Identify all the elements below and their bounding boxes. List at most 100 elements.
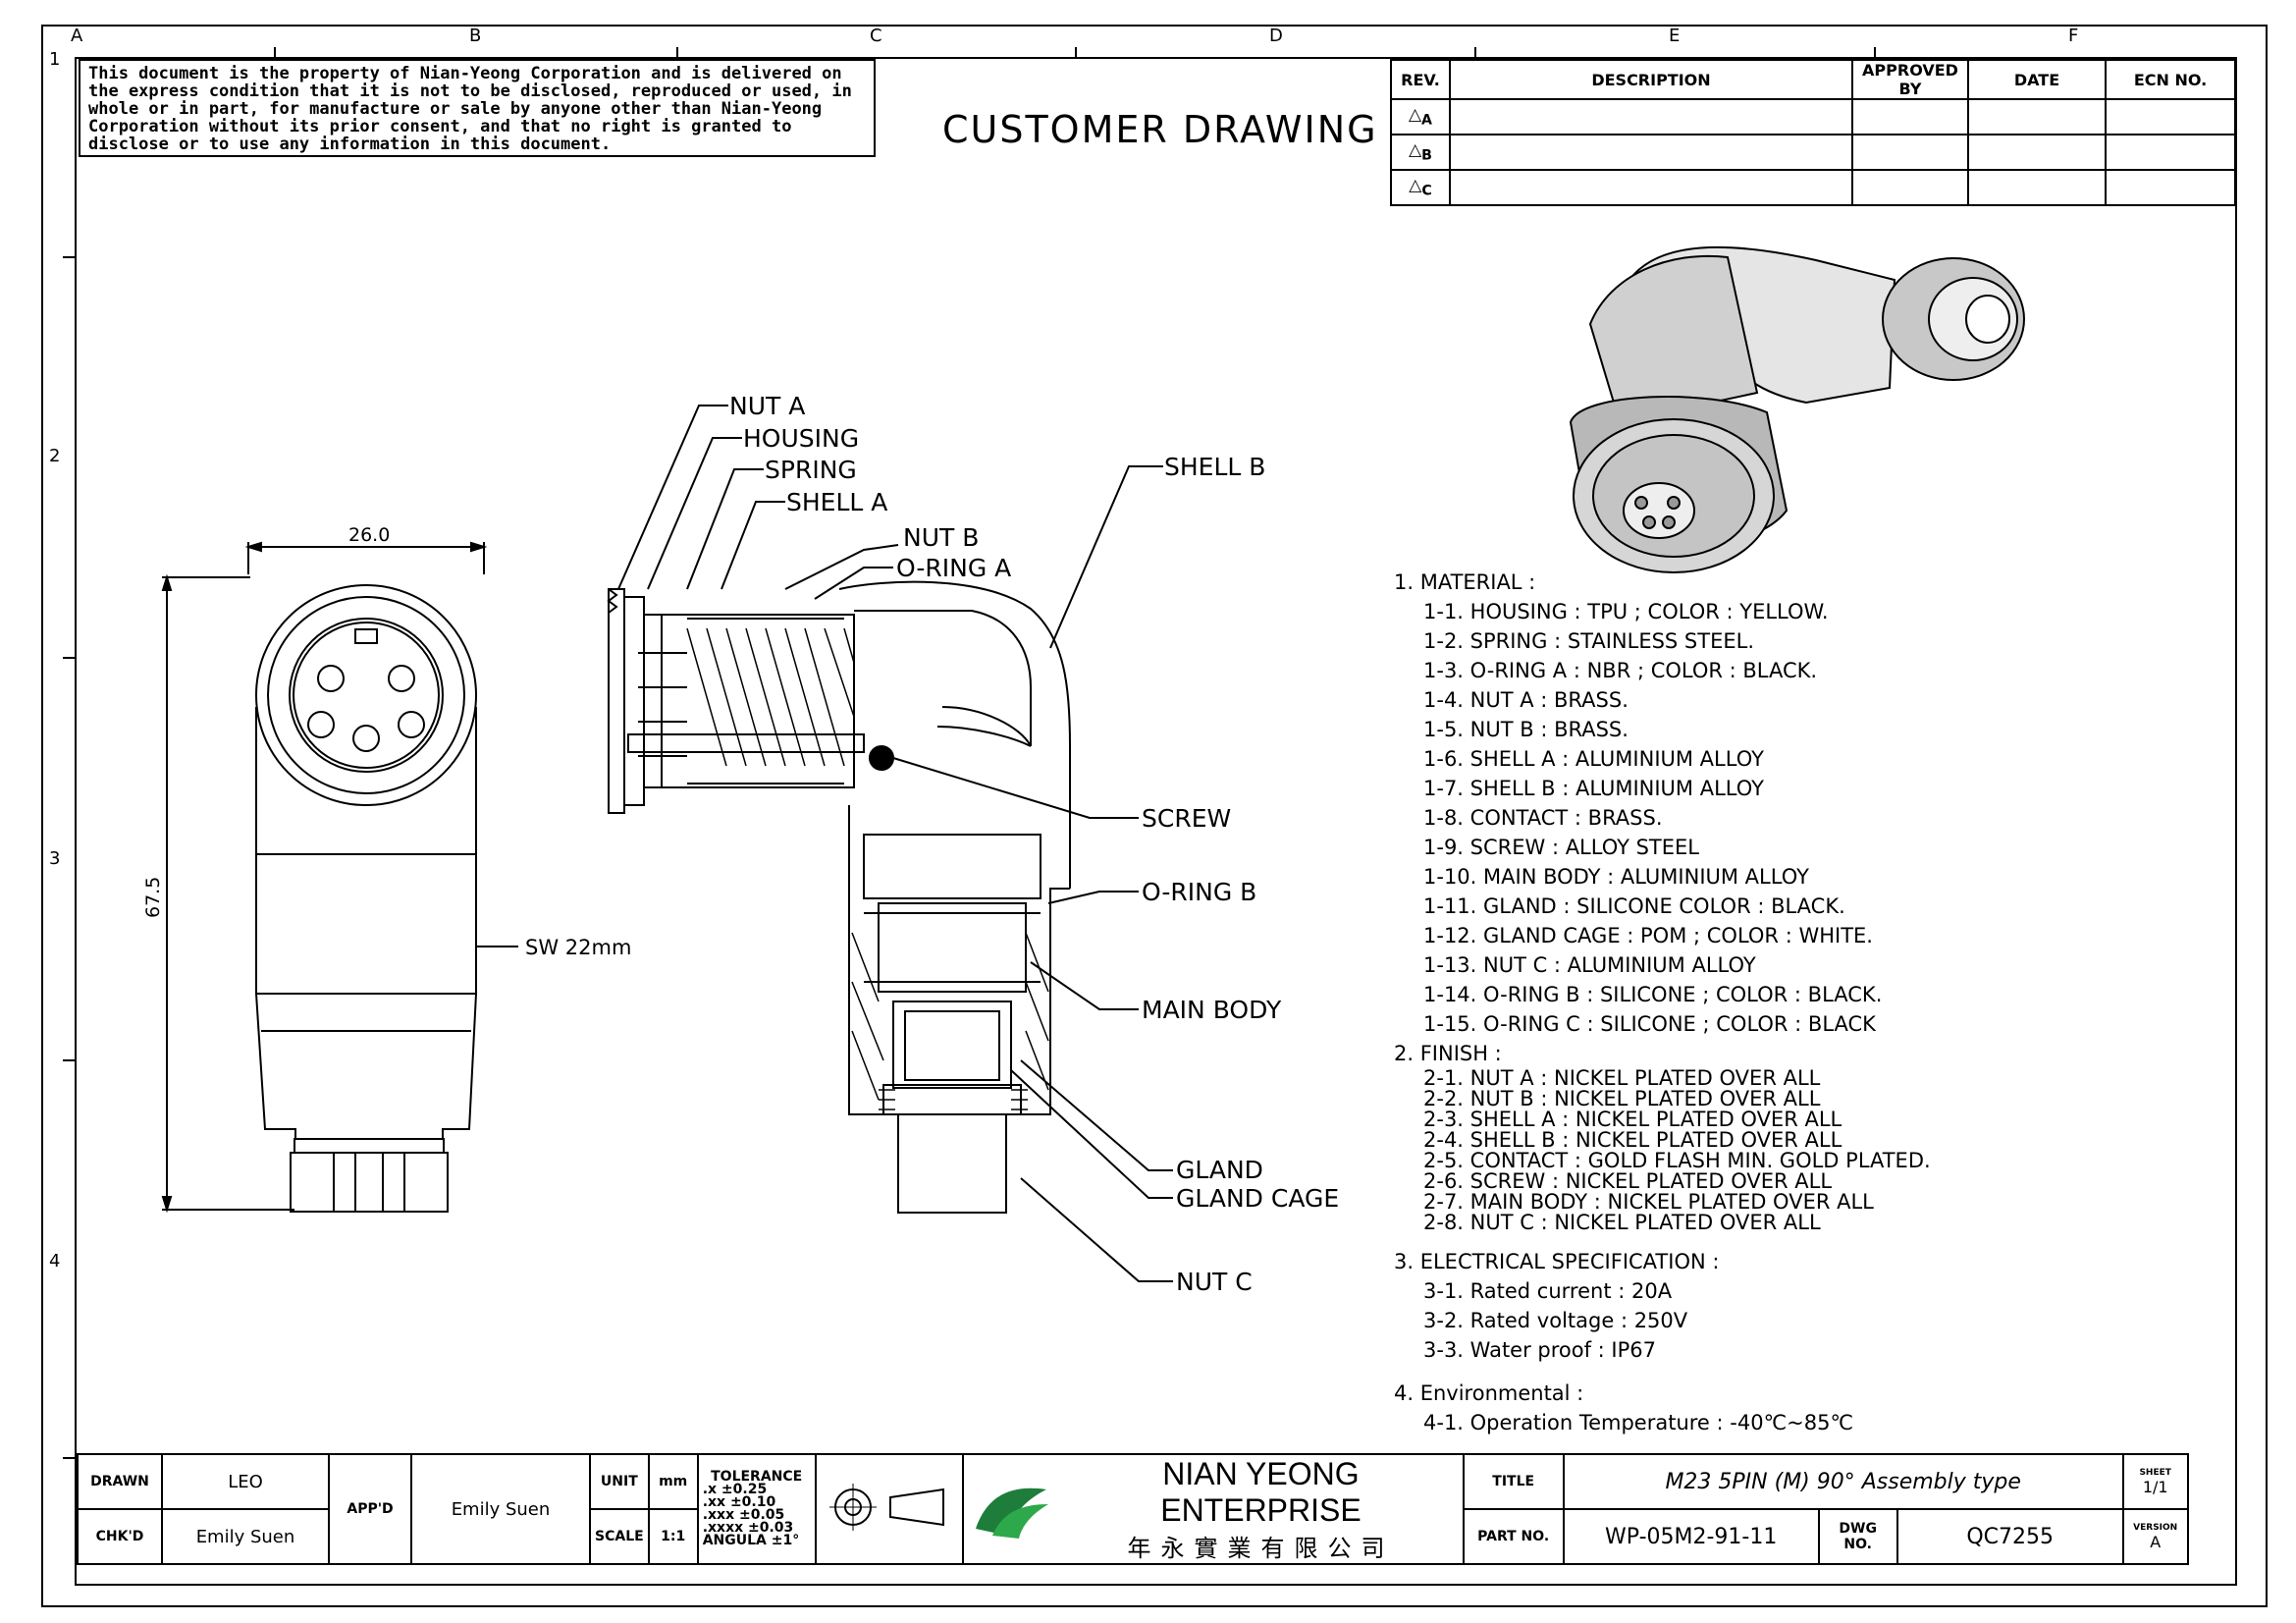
rev-triangle-c: △ xyxy=(1409,176,1422,196)
finish-item: 2-2. NUT B : NICKEL PLATED OVER ALL xyxy=(1423,1087,1821,1110)
revision-table: REV. DESCRIPTION APPROVED BY DATE ECN NO… xyxy=(1390,59,2236,206)
tolerance-title: TOLERANCE xyxy=(711,1469,803,1485)
sheet-value: 1/1 xyxy=(2142,1477,2168,1496)
drawn-value: LEO xyxy=(161,1453,330,1510)
description-header: DESCRIPTION xyxy=(1449,59,1853,100)
material-item: 1-9. SCREW : ALLOY STEEL xyxy=(1423,836,1699,859)
rev-row: △C xyxy=(1390,169,2236,206)
approved-header: APPROVED BY xyxy=(1851,59,1969,100)
section-view xyxy=(607,580,1071,1214)
label-housing: HOUSING xyxy=(743,424,859,453)
tolerance-cell: TOLERANCE .x ±0.25 .xx ±0.10 .xxx ±0.05 … xyxy=(696,1453,817,1565)
material-item: 1-8. CONTACT : BRASS. xyxy=(1423,806,1663,830)
tolerance-row: .xxx ±0.05 xyxy=(702,1507,785,1523)
zone-col-a: A xyxy=(71,26,83,46)
drawn-label: DRAWN xyxy=(77,1453,163,1510)
finish-item: 2-3. SHELL A : NICKEL PLATED OVER ALL xyxy=(1423,1108,1842,1131)
label-nut-b: NUT B xyxy=(903,523,979,552)
version-label: VERSION xyxy=(2133,1522,2178,1533)
finish-item: 2-7. MAIN BODY : NICKEL PLATED OVER ALL xyxy=(1423,1190,1874,1214)
zone-row-2: 2 xyxy=(49,446,60,466)
rev-header: REV. xyxy=(1390,59,1451,100)
label-shell-b: SHELL B xyxy=(1164,453,1265,481)
zone-col-d: D xyxy=(1269,26,1283,46)
material-item: 1-15. O-RING C : SILICONE ; COLOR : BLAC… xyxy=(1423,1012,1876,1036)
title-block: DRAWN LEO APP'D Emily Suen UNIT mm TOLER… xyxy=(77,1453,2189,1565)
part-no-value: WP-05M2-91-11 xyxy=(1562,1508,1820,1565)
ecn-header: ECN NO. xyxy=(2105,59,2236,100)
tolerance-row: .x ±0.25 xyxy=(702,1482,768,1497)
label-spring: SPRING xyxy=(765,456,857,484)
finish-item: 2-8. NUT C : NICKEL PLATED OVER ALL xyxy=(1423,1211,1821,1234)
outer-frame xyxy=(41,25,2268,1607)
material-item: 1-13. NUT C : ALUMINIUM ALLOY xyxy=(1423,953,1756,977)
material-title: 1. MATERIAL : xyxy=(1394,570,1536,594)
rev-triangle-b: △ xyxy=(1409,140,1422,161)
front-view xyxy=(161,541,518,1214)
electrical-item: 3-1. Rated current : 20A xyxy=(1423,1279,1673,1303)
environmental-item: 4-1. Operation Temperature : -40℃~85℃ xyxy=(1423,1411,1854,1434)
zone-col-b: B xyxy=(469,26,481,46)
finish-item: 2-6. SCREW : NICKEL PLATED OVER ALL xyxy=(1423,1169,1833,1193)
wrench-size-label: SW 22mm xyxy=(525,936,631,959)
environmental-title: 4. Environmental : xyxy=(1394,1381,1584,1405)
rev-row: △B xyxy=(1390,134,2236,171)
sheet-label: SHEET xyxy=(2139,1467,2171,1478)
company-logo-icon xyxy=(975,1488,1048,1539)
zone-col-e: E xyxy=(1669,26,1680,46)
label-nut-c: NUT C xyxy=(1176,1268,1253,1296)
disclaimer-box: This document is the property of Nian-Ye… xyxy=(79,59,876,157)
company-name-cn: 年永實業有限公司 xyxy=(1127,1534,1395,1562)
drawing-title: CUSTOMER DRAWING xyxy=(942,108,1378,151)
zone-col-c: C xyxy=(870,26,882,46)
material-item: 1-2. SPRING : STAINLESS STEEL. xyxy=(1423,629,1755,653)
material-item: 1-7. SHELL B : ALUMINIUM ALLOY xyxy=(1423,777,1764,800)
finish-item: 2-1. NUT A : NICKEL PLATED OVER ALL xyxy=(1423,1066,1821,1090)
chkd-value: Emily Suen xyxy=(161,1508,330,1565)
disclaimer-text: This document is the property of Nian-Ye… xyxy=(88,64,852,154)
inner-frame xyxy=(75,57,2237,1586)
unit-label: UNIT xyxy=(589,1453,650,1510)
tolerance-row: ANGULA ±1° xyxy=(702,1533,800,1548)
label-oring-a: O-RING A xyxy=(896,554,1011,582)
dwg-no-label: DWG NO. xyxy=(1817,1508,1898,1565)
dim-height-label: 67.5 xyxy=(142,877,164,918)
unit-value: mm xyxy=(647,1453,699,1510)
title-value: M23 5PIN (M) 90° Assembly type xyxy=(1562,1453,2124,1510)
version-value: A xyxy=(2150,1532,2162,1551)
projection-symbol xyxy=(814,1453,964,1565)
label-screw: SCREW xyxy=(1142,804,1231,833)
label-main-body: MAIN BODY xyxy=(1142,996,1282,1024)
sheet-cell: SHEET 1/1 xyxy=(2121,1453,2189,1510)
company-name: NIAN YEONG ENTERPRISE xyxy=(1160,1455,1362,1528)
tolerance-row: .xx ±0.10 xyxy=(702,1494,776,1510)
callout-leaders xyxy=(617,405,1173,1282)
material-item: 1-3. O-RING A : NBR ; COLOR : BLACK. xyxy=(1423,659,1818,682)
material-item: 1-12. GLAND CAGE : POM ; COLOR : WHITE. xyxy=(1423,924,1873,947)
label-shell-a: SHELL A xyxy=(786,488,887,516)
material-item: 1-6. SHELL A : ALUMINIUM ALLOY xyxy=(1423,747,1764,771)
finish-item: 2-5. CONTACT : GOLD FLASH MIN. GOLD PLAT… xyxy=(1423,1149,1931,1172)
third-angle-projection-icon xyxy=(828,1483,944,1531)
label-oring-b: O-RING B xyxy=(1142,878,1256,906)
version-cell: VERSION A xyxy=(2121,1508,2189,1565)
appd-label: APP'D xyxy=(328,1453,412,1565)
title-label: TITLE xyxy=(1462,1453,1565,1510)
electrical-title: 3. ELECTRICAL SPECIFICATION : xyxy=(1394,1250,1720,1273)
date-header: DATE xyxy=(1967,59,2107,100)
material-item: 1-11. GLAND : SILICONE COLOR : BLACK. xyxy=(1423,894,1845,918)
zone-row-1: 1 xyxy=(49,49,60,70)
finish-title: 2. FINISH : xyxy=(1394,1042,1502,1065)
rev-row: △A xyxy=(1390,98,2236,135)
zone-col-f: F xyxy=(2068,26,2078,46)
dwg-no-value: QC7255 xyxy=(1896,1508,2124,1565)
label-nut-a: NUT A xyxy=(729,392,805,420)
chkd-label: CHK'D xyxy=(77,1508,163,1565)
tolerance-row: .xxxx ±0.03 xyxy=(702,1520,794,1536)
dim-width-label: 26.0 xyxy=(348,524,390,546)
electrical-item: 3-2. Rated voltage : 250V xyxy=(1423,1309,1688,1332)
material-item: 1-4. NUT A : BRASS. xyxy=(1423,688,1629,712)
material-item: 1-10. MAIN BODY : ALUMINIUM ALLOY xyxy=(1423,865,1809,889)
label-gland-cage: GLAND CAGE xyxy=(1176,1184,1339,1213)
